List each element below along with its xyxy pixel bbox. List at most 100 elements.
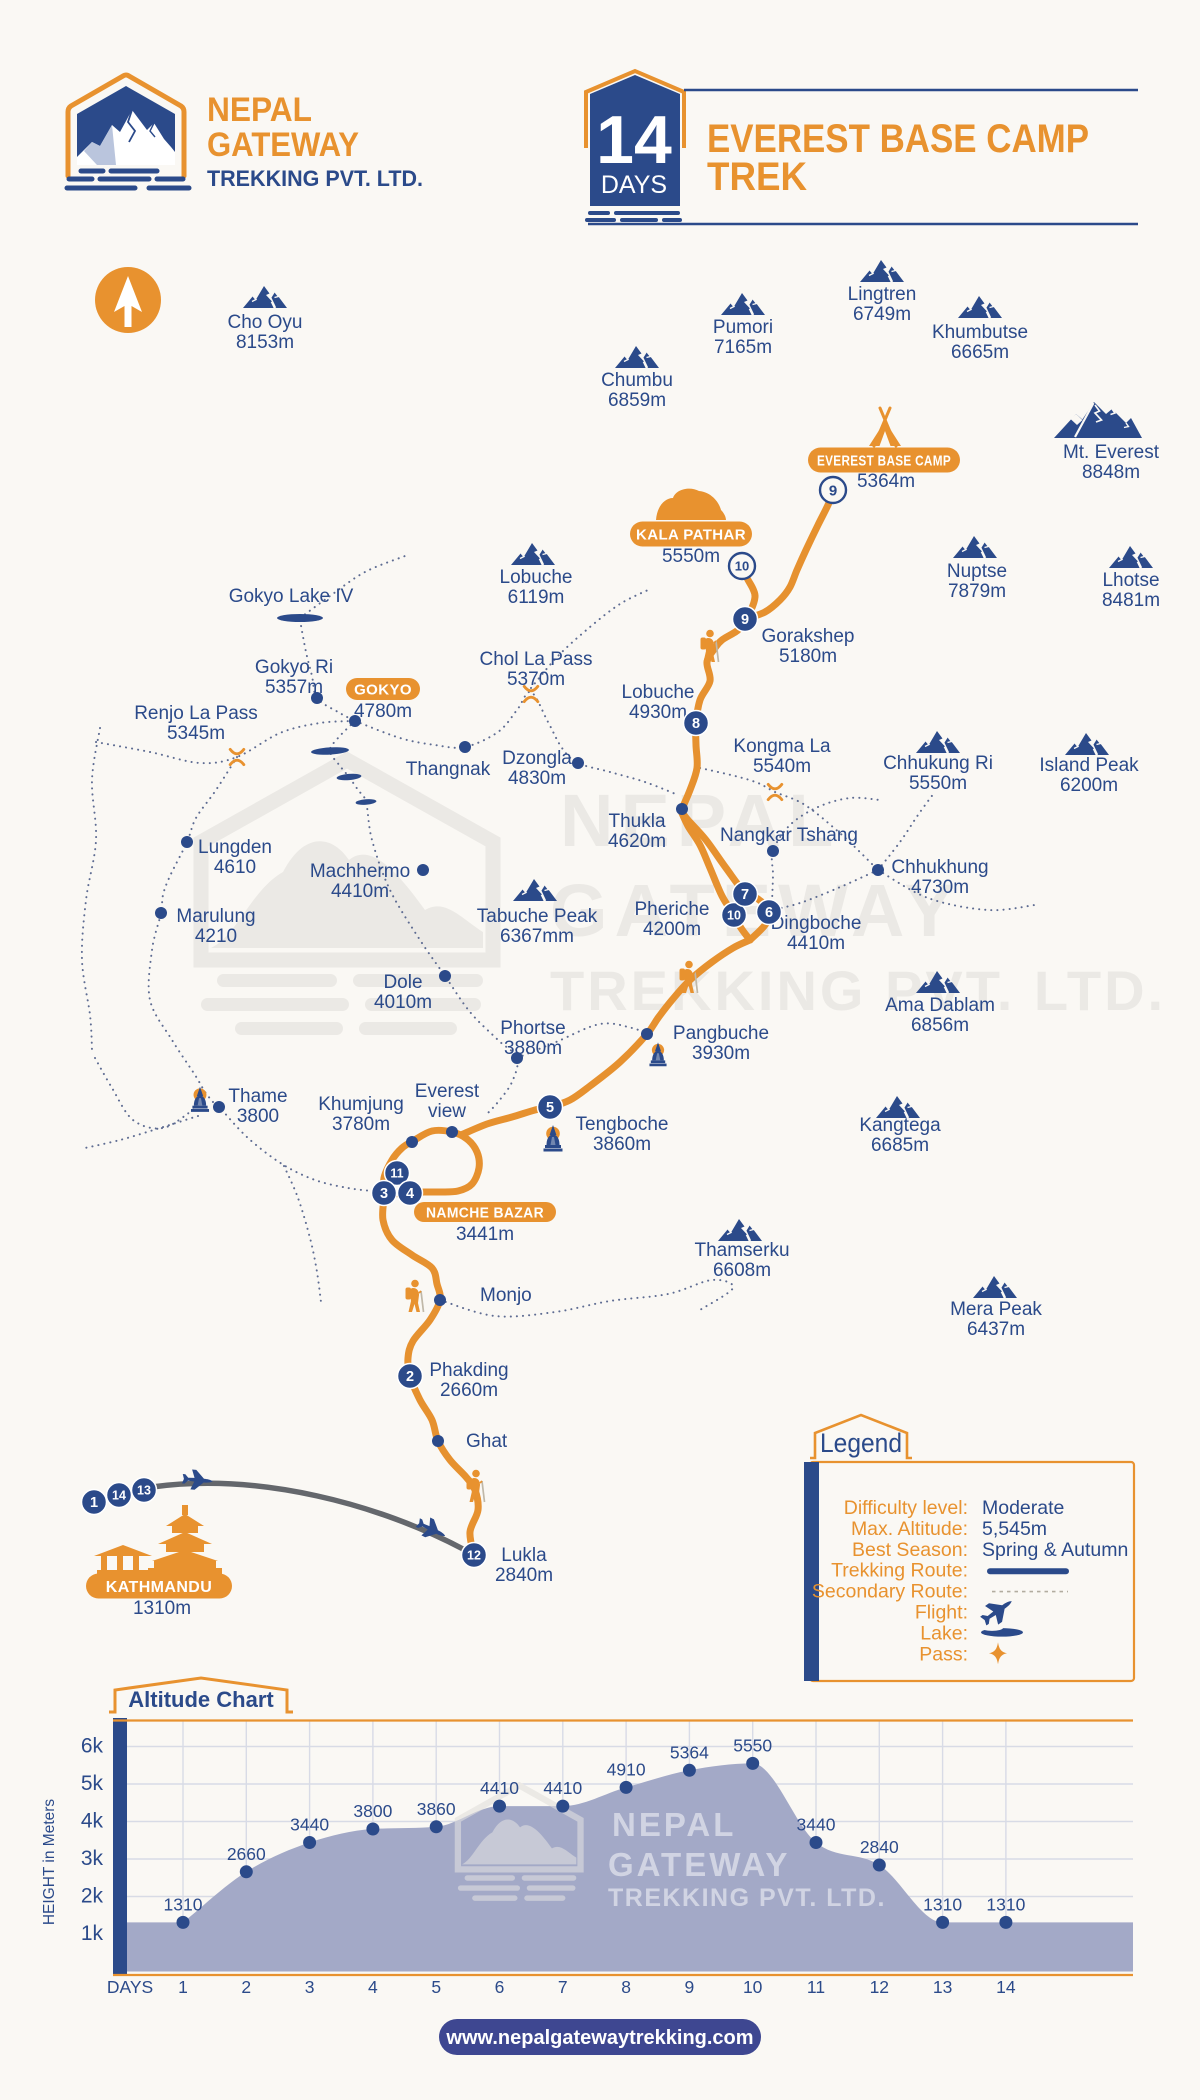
svg-text:TREKKING PVT. LTD.: TREKKING PVT. LTD. [608,1884,886,1912]
svg-text:Everest: Everest [415,1081,480,1102]
svg-text:Thangnak: Thangnak [406,759,491,780]
svg-text:Khumjung: Khumjung [318,1094,404,1115]
svg-text:Lobuche: Lobuche [622,682,695,703]
svg-text:GATEWAY: GATEWAY [207,126,359,164]
svg-text:TREK: TREK [707,155,807,199]
svg-text:Tengboche: Tengboche [576,1114,669,1135]
svg-text:Pangbuche: Pangbuche [673,1023,769,1044]
svg-text:Dole: Dole [383,972,422,993]
svg-text:Cho Oyu: Cho Oyu [228,312,303,333]
svg-text:Thamserku: Thamserku [694,1240,789,1261]
svg-text:4200m: 4200m [643,919,701,940]
svg-text:5345m: 5345m [167,723,225,744]
svg-text:NEPAL: NEPAL [560,779,840,862]
svg-text:EVEREST BASE CAMP: EVEREST BASE CAMP [817,452,951,469]
svg-text:Thame: Thame [228,1086,287,1107]
svg-text:Lake:: Lake: [920,1622,968,1644]
svg-text:5370m: 5370m [507,669,565,690]
svg-text:Pheriche: Pheriche [635,899,710,920]
svg-text:5: 5 [546,1100,554,1116]
svg-text:DAYS: DAYS [107,1977,153,1997]
svg-text:4730m: 4730m [911,877,969,898]
svg-text:7165m: 7165m [714,337,772,358]
svg-text:NEPAL: NEPAL [612,1806,736,1843]
svg-text:6: 6 [765,905,773,921]
svg-text:14: 14 [112,1489,126,1503]
svg-text:Marulung: Marulung [176,906,255,927]
svg-text:11: 11 [807,1977,825,1997]
svg-text:KATHMANDU: KATHMANDU [106,1579,212,1596]
svg-text:Island Peak: Island Peak [1039,755,1139,776]
svg-text:1: 1 [178,1977,188,1997]
svg-text:Mt. Everest: Mt. Everest [1063,442,1160,463]
svg-text:10: 10 [735,559,749,574]
svg-text:4410m: 4410m [787,933,845,954]
svg-text:Phortse: Phortse [500,1018,565,1039]
svg-text:EVEREST BASE CAMP: EVEREST BASE CAMP [707,117,1089,161]
svg-text:Lingtren: Lingtren [848,284,917,305]
svg-text:3441m: 3441m [456,1224,514,1245]
svg-text:NAMCHE BAZAR: NAMCHE BAZAR [426,1204,544,1221]
svg-text:Phakding: Phakding [429,1360,508,1381]
svg-text:5550: 5550 [733,1735,772,1755]
svg-text:TREKKING PVT. LTD.: TREKKING PVT. LTD. [550,959,1166,1022]
svg-text:3: 3 [305,1977,315,1997]
svg-text:6859m: 6859m [608,390,666,411]
svg-text:8848m: 8848m [1082,462,1140,483]
svg-text:Gorakshep: Gorakshep [762,626,855,647]
svg-text:2: 2 [241,1977,251,1997]
svg-text:Kangtega: Kangtega [859,1115,941,1136]
svg-text:NEPAL: NEPAL [207,91,312,129]
svg-text:4410: 4410 [543,1778,582,1798]
svg-text:Spring & Autumn: Spring & Autumn [982,1539,1128,1561]
svg-text:1310m: 1310m [133,1598,191,1619]
svg-text:4: 4 [368,1977,378,1997]
svg-text:6200m: 6200m [1060,775,1118,796]
svg-text:Best Season:: Best Season: [852,1539,968,1561]
svg-text:Khumbutse: Khumbutse [932,322,1028,343]
svg-text:11: 11 [390,1167,403,1181]
svg-text:Machhermo: Machhermo [310,861,410,882]
svg-text:2660m: 2660m [440,1380,498,1401]
svg-text:Chumbu: Chumbu [601,370,673,391]
svg-text:Ama Dablam: Ama Dablam [885,995,995,1016]
svg-text:1310: 1310 [986,1894,1025,1914]
svg-text:3: 3 [380,1186,388,1202]
svg-text:Lukla: Lukla [501,1545,547,1566]
svg-text:8: 8 [621,1977,631,1997]
svg-text:GATEWAY: GATEWAY [608,1846,790,1883]
svg-text:Lobuche: Lobuche [500,567,573,588]
svg-text:4830m: 4830m [508,768,566,789]
svg-text:4410m: 4410m [331,881,389,902]
svg-text:Trekking Route:: Trekking Route: [831,1560,968,1582]
svg-text:14: 14 [596,102,672,178]
svg-text:2840: 2840 [860,1837,899,1857]
svg-text:2k: 2k [81,1885,104,1908]
svg-text:Monjo: Monjo [480,1285,532,1306]
svg-text:Chhukung Ri: Chhukung Ri [883,753,993,774]
svg-text:4910: 4910 [607,1759,646,1779]
svg-text:1: 1 [90,1495,98,1511]
svg-text:3930m: 3930m [692,1043,750,1064]
svg-text:13: 13 [933,1977,952,1997]
svg-text:TREKKING PVT. LTD.: TREKKING PVT. LTD. [207,166,423,191]
svg-text:7879m: 7879m [948,581,1006,602]
svg-text:Chhukhung: Chhukhung [891,857,988,878]
svg-text:5550m: 5550m [662,546,720,567]
svg-text:9: 9 [685,1977,695,1997]
svg-text:6749m: 6749m [853,304,911,325]
svg-text:8481m: 8481m [1102,590,1160,611]
svg-text:Dingboche: Dingboche [771,913,862,934]
svg-text:4010m: 4010m [374,992,432,1013]
svg-text:3780m: 3780m [332,1114,390,1135]
svg-text:3k: 3k [81,1847,104,1870]
svg-text:4: 4 [406,1186,414,1202]
svg-text:5180m: 5180m [779,646,837,667]
svg-text:Nangkar Tshang: Nangkar Tshang [720,825,858,846]
svg-text:3440: 3440 [797,1815,836,1835]
svg-text:3860m: 3860m [593,1134,651,1155]
svg-text:4210: 4210 [195,926,237,947]
svg-text:4620m: 4620m [608,831,666,852]
svg-text:4k: 4k [81,1810,104,1833]
svg-text:5364m: 5364m [857,471,915,492]
